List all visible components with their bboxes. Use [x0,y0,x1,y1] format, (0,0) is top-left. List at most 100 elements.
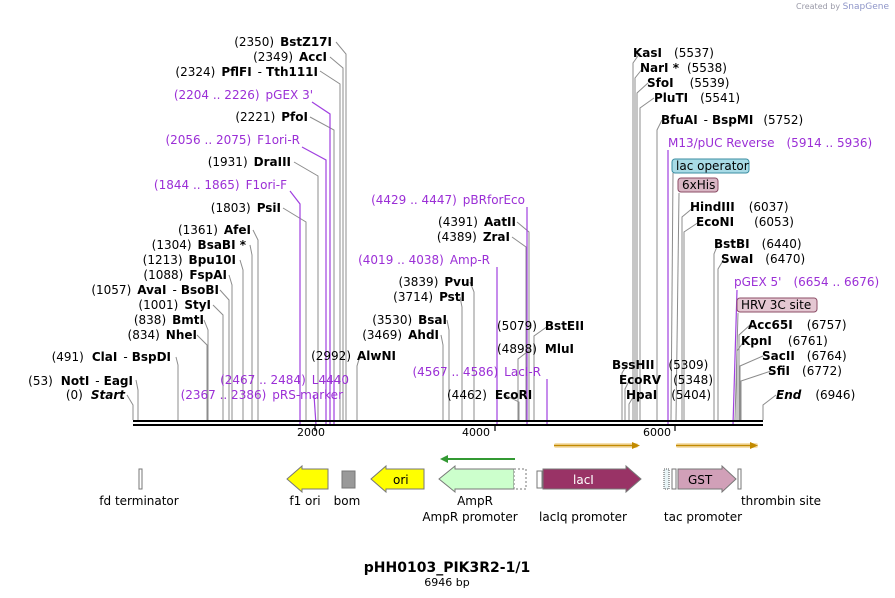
feature-ampr [438,464,527,494]
primer-pgex3: (2204 .. 2226)pGEX 3' [174,88,313,102]
site-zrai: (4389)ZraI [437,230,510,244]
leader-lines [126,41,777,421]
site-styi: (1001)StyI [138,298,211,312]
feature-ori: ori [370,464,425,494]
plasmid-name: pHH0103_PIK3R2-1/1 [364,560,530,576]
svg-text:lacI: lacI [573,473,594,487]
snapgene-logo: SnapGene [842,2,889,12]
tag-lac-operator: lac operator [671,158,750,174]
primer-pbrforeco: (4429 .. 4447)pBRforEco [371,193,525,207]
site-econi: EcoNI(6053) [696,215,794,229]
site-bpu10i: (1213)Bpu10I [143,253,236,267]
axis-tick-4000: 4000 [462,426,490,439]
site-noti: (53)NotI-EagI [28,374,133,388]
feature-lacIq-promoter-box [536,470,543,489]
axis-tick-6000: 6000 [643,426,671,439]
tag-boxes: lac operator 6xHis HRV 3C site [671,158,818,313]
tag-hrv-3c-site: HRV 3C site [736,297,818,313]
primer-m13-puc-rev: M13/pUC Reverse(5914 .. 5936) [668,136,872,150]
site-draiii: (1931)DraIII [208,155,291,169]
site-pfoi: (2221)PfoI [235,110,308,124]
primer-labels: (2204 .. 2226)pGEX 3' (2056 .. 2075)F1or… [154,88,879,402]
feature-f1-ori [286,464,329,494]
site-alwni: (2992)AlwNI [311,349,396,363]
site-bsabi: (1304)BsaBI * [152,238,247,252]
snapgene-credit: Created by SnapGene [796,2,889,12]
site-swai: SwaI(6470) [721,252,805,266]
primer-leader-lines [289,101,738,426]
svg-text:6xHis: 6xHis [682,178,715,192]
site-aatii: (4391)AatII [438,215,516,229]
label-f1-ori: f1 ori [289,494,320,508]
site-ecori: (4462)EcoRI [447,388,532,402]
label-fd-terminator: fd terminator [99,494,178,508]
label-ampr-promoter: AmpR promoter [422,510,517,524]
orf-ampr-arrow [440,455,515,463]
enzyme-labels-left: (2350)BstZ17I (2349)AccI (2324)PflFI-Tth… [28,35,332,402]
site-ahdi: (3469)AhdI [362,328,439,342]
feature-fd-terminator [138,468,143,490]
site-sfii: SfiI(6772) [768,364,842,378]
enzyme-labels-mid: (2992)AlwNI (4391)AatII (4389)ZraI (3839… [311,215,584,402]
primer-laci-r: (4567 .. 4586)LacI-R [412,365,541,379]
site-kpni: KpnI(6761) [741,334,828,348]
site-bstz17i: (2350)BstZ17I [234,35,332,49]
site-fspai: (1088)FspAI [143,268,227,282]
label-bom: bom [334,494,361,508]
site-pflfi: (2324)PflFI-Tth111I [175,65,318,79]
site-sacii: SacII(6764) [762,349,847,363]
svg-text:GST: GST [688,473,713,487]
feature-laci: lacI [542,464,642,494]
site-afei: (1361)AfeI [178,223,251,237]
site-psii: (1803)PsiI [211,201,281,215]
site-bsteii: (5079)BstEII [497,319,584,333]
site-sfoi: SfoI(5539) [647,76,729,90]
site-bsai: (3530)BsaI [372,313,447,327]
primer-pgex5: pGEX 5'(6654 .. 6676) [734,275,879,289]
site-acci: (2349)AccI [253,50,327,64]
site-bstbi: BstBI(6440) [714,237,802,251]
backbone: 2000 4000 6000 [133,420,763,439]
site-nhei: (834)NheI [128,328,197,342]
svg-text:ori: ori [393,473,409,487]
site-avai: (1057)AvaI-BsoBI [91,283,219,297]
primer-l4440: (2467 .. 2484)L4440 [220,373,349,387]
label-tac-promoter: tac promoter [664,510,742,524]
feature-tac-promoter-box [663,468,670,490]
site-acc65i: Acc65I(6757) [748,318,847,332]
label-laciq-promoter: lacIq promoter [539,510,627,524]
label-ampr: AmpR [457,494,493,508]
site-bmti: (838)BmtI [134,313,204,327]
primer-f1ori-f: (1844 .. 1865)F1ori-F [154,178,287,192]
site-pvui: (3839)PvuI [398,275,474,289]
site-psti: (3714)PstI [393,290,465,304]
primer-amp-r: (4019 .. 4038)Amp-R [358,253,490,267]
feature-gst: GST [677,464,737,494]
orf-arrows [440,442,758,463]
feature-bom [341,470,356,489]
credit-prefix: Created by [796,2,841,11]
site-hpai: HpaI(5404) [626,388,711,402]
orf-laci-arrow [554,442,640,449]
site-clai: (491)ClaI-BspDI [52,350,171,364]
orf-gst-arrow [676,442,758,449]
primer-prs-marker: (2367 .. 2386)pRS-marker [181,388,343,402]
site-bfuai: BfuAI-BspMI(5752) [661,113,803,127]
site-nari: NarI *(5538) [640,61,727,75]
features: ori lacI GST fd terminator f1 ori bom Am… [99,464,821,524]
tag-6xhis: 6xHis [677,177,719,193]
site-kasi: KasI(5537) [633,46,714,60]
axis-tick-2000: 2000 [297,426,325,439]
site-start: (0)Start [66,388,126,402]
enzyme-labels-right: KasI(5537) NarI *(5538) SfoI(5539) PluTI… [612,46,855,402]
svg-text:HRV 3C site: HRV 3C site [741,298,811,312]
feature-thrombin-box [737,468,742,490]
svg-text:lac operator: lac operator [676,159,749,173]
site-hindiii: HindIII(6037) [690,200,789,214]
plasmid-length: 6946 bp [424,576,469,589]
site-pluti: PluTI(5541) [654,91,740,105]
primer-f1ori-r: (2056 .. 2075)F1ori-R [165,133,300,147]
site-bsshii: BssHII(5309) [612,358,708,372]
site-end: End(6946) [776,388,855,402]
